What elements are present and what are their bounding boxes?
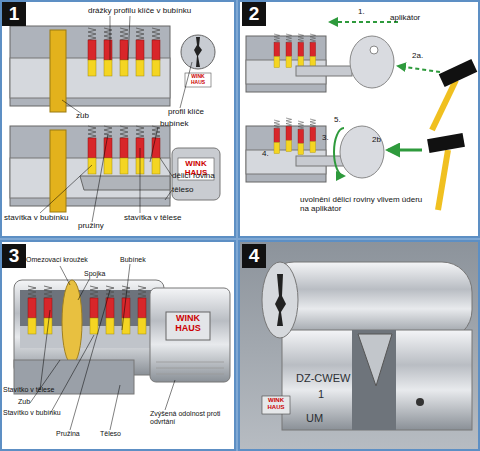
step-number: 3. bbox=[322, 134, 342, 143]
part-label: aplikátor bbox=[390, 14, 450, 23]
step-number: 5. bbox=[334, 116, 354, 125]
part-label: Zvýšená odolnost proti odvrtání bbox=[150, 410, 228, 425]
cylinder-section-locked bbox=[10, 16, 215, 114]
brand-logo: WINK HAUS bbox=[262, 397, 290, 410]
part-label: Bubínek bbox=[120, 256, 170, 264]
note-text: uvolnění dělicí roviny vlivem úderu na a… bbox=[300, 196, 430, 214]
panel-number: 3 bbox=[2, 244, 26, 268]
part-label: stavítka v tělese bbox=[124, 214, 214, 223]
part-label: Pružina bbox=[56, 430, 96, 438]
part-label: zub bbox=[76, 112, 106, 121]
part-label: Omezovací kroužek bbox=[26, 256, 102, 264]
part-label: Těleso bbox=[100, 430, 140, 438]
brand-logo: WINK HAUS bbox=[168, 314, 208, 334]
engraving: DZ-CWEW bbox=[296, 372, 366, 384]
step-number: 2b bbox=[372, 136, 392, 145]
part-label: Spojka bbox=[84, 270, 124, 278]
euro-cylinder-photo bbox=[262, 262, 472, 430]
engraving: 1 bbox=[318, 388, 338, 400]
part-label: profil klíče bbox=[168, 108, 232, 117]
part-label: Zub bbox=[18, 398, 48, 406]
part-label: dělicí rovina bbox=[172, 172, 234, 181]
panel-number-text: 3 bbox=[9, 245, 20, 267]
part-label: Stavítko v bubínku bbox=[3, 409, 83, 417]
panel-number: 2 bbox=[242, 2, 266, 26]
engraving: UM bbox=[306, 412, 336, 424]
panel-number-text: 4 bbox=[249, 245, 260, 267]
panel-number-text: 2 bbox=[249, 3, 260, 25]
panel-number: 4 bbox=[242, 244, 266, 268]
part-label: Stavítko v tělese bbox=[3, 386, 79, 394]
cutaway-cylinder bbox=[14, 264, 230, 430]
panel-number-text: 1 bbox=[9, 3, 20, 25]
panel-number: 1 bbox=[2, 2, 26, 26]
part-label: drážky profilu klíče v bubínku bbox=[88, 7, 228, 16]
part-label: těleso bbox=[172, 186, 222, 195]
bump-key-sequence bbox=[246, 22, 477, 210]
step-number: 1. bbox=[358, 8, 378, 17]
step-number: 2a. bbox=[412, 52, 436, 61]
brand-logo: WINK HAUS bbox=[185, 74, 211, 85]
step-number: 4. bbox=[262, 150, 282, 159]
part-label: bubínek bbox=[160, 120, 220, 129]
part-label: pružiny bbox=[78, 222, 128, 231]
